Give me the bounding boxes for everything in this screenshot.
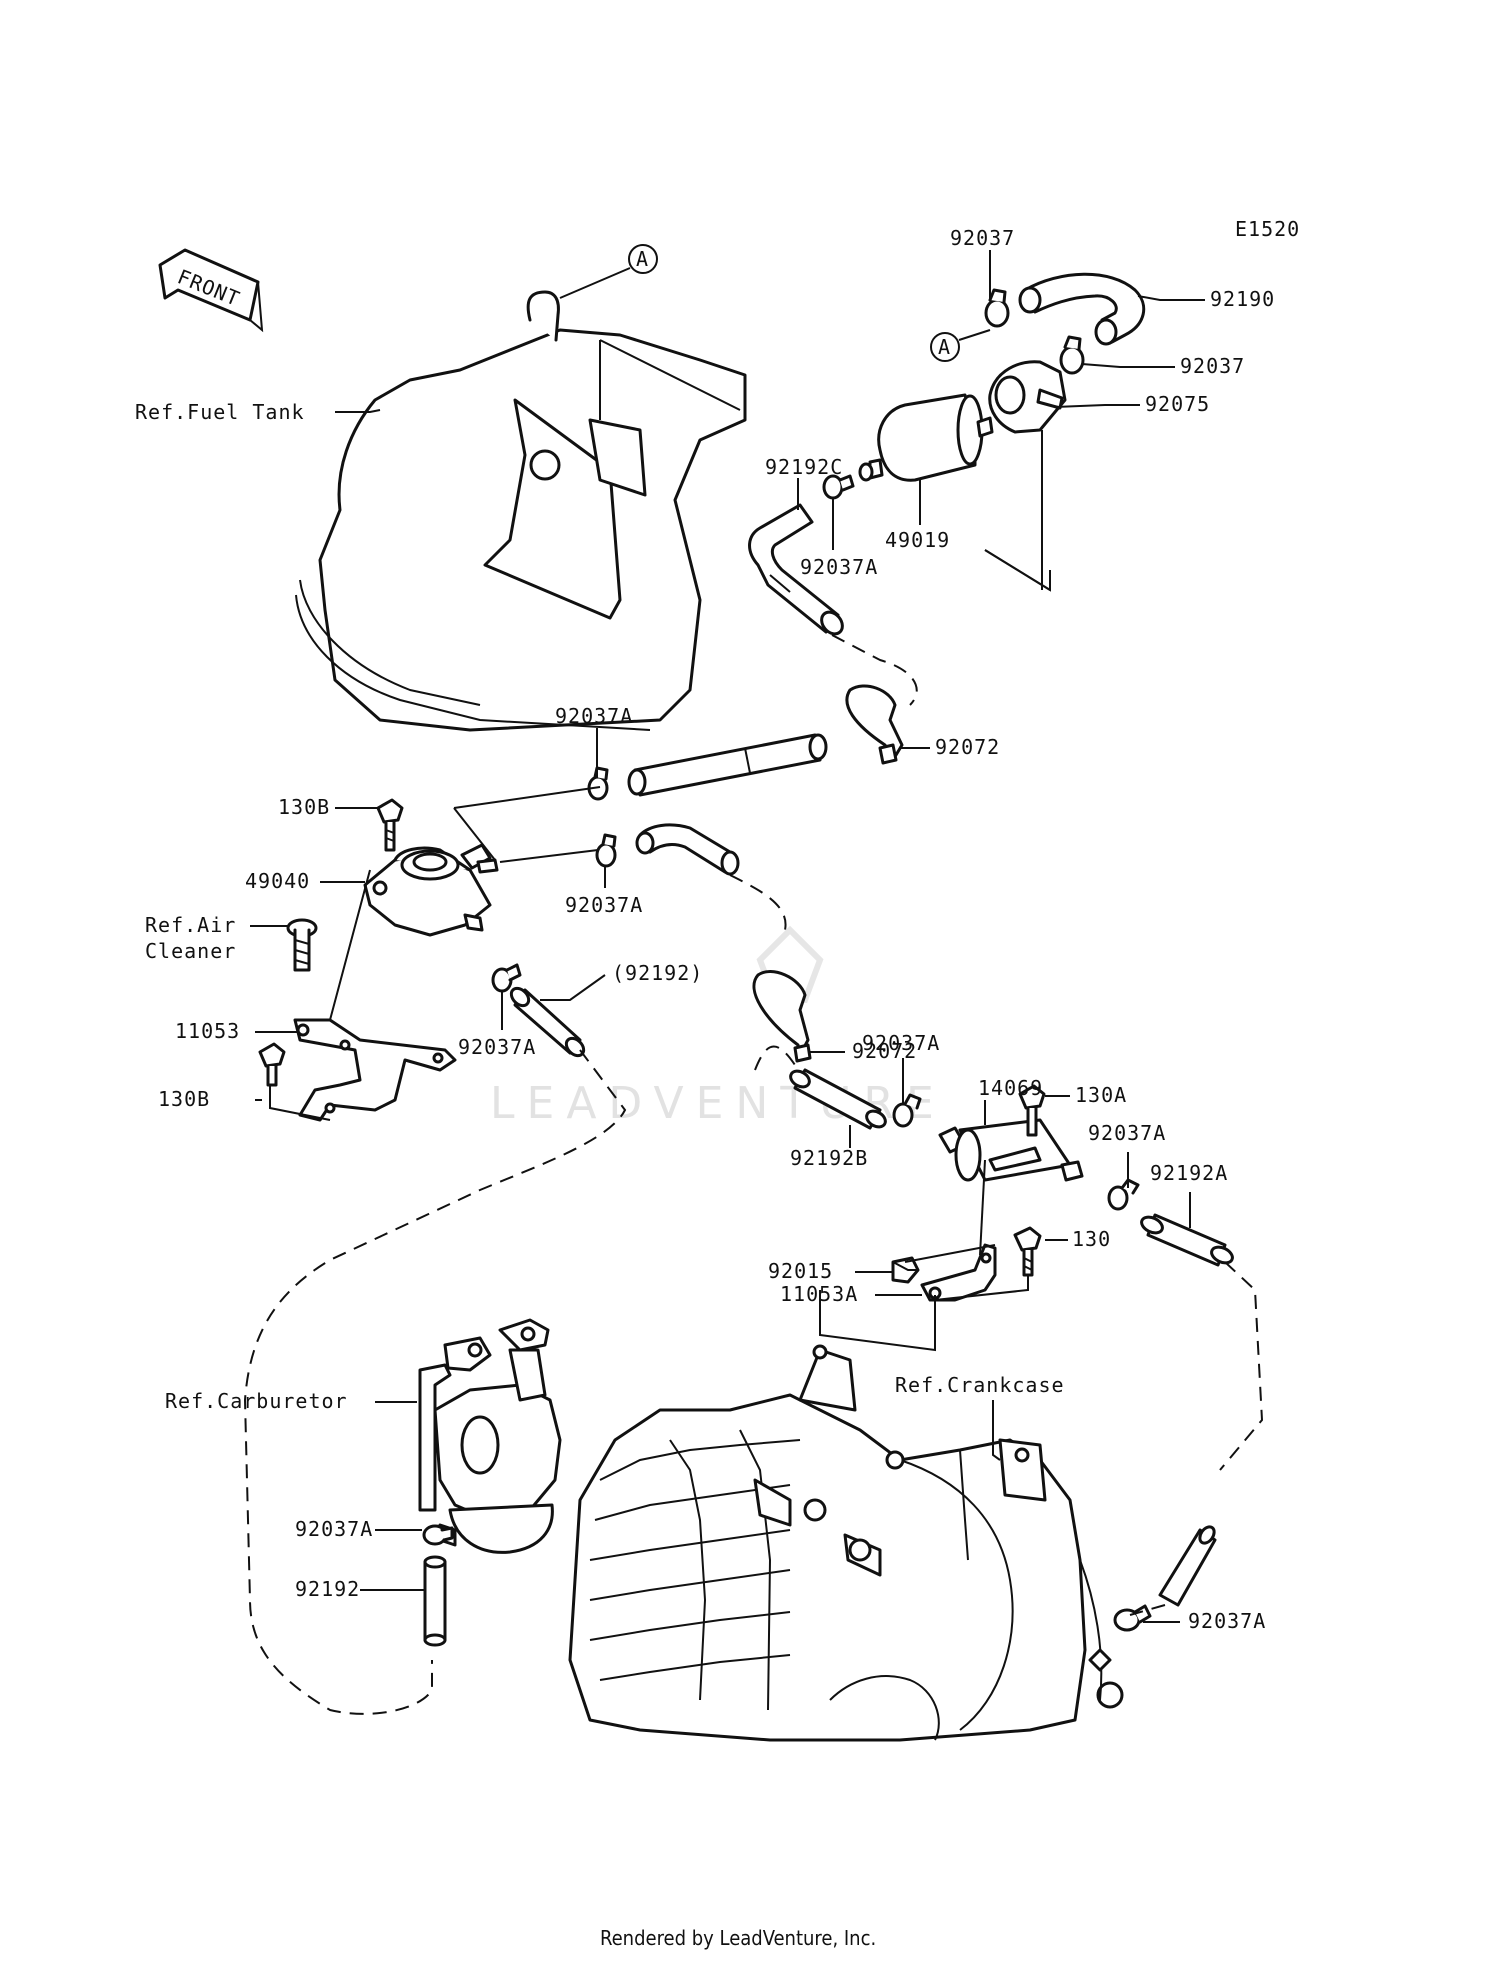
bolt-air-cleaner (286, 918, 318, 972)
clamp-92072-top (845, 684, 904, 765)
callout-130A: 130A (1075, 1083, 1127, 1107)
clamp-92037A-carb (422, 1524, 454, 1546)
callout-92072-mid: 92072 (852, 1039, 917, 1063)
fuel-filter-49019 (858, 393, 994, 482)
callout-92072-top: 92072 (935, 735, 1000, 759)
clamp-92072-mid (752, 970, 812, 1063)
inline-filter-14069 (938, 1118, 1084, 1182)
footer-credit: Rendered by LeadVenture, Inc. (600, 1926, 876, 1950)
label-ref-carburetor: Ref.Carburetor (165, 1389, 348, 1413)
bolt-130 (934, 1226, 1042, 1301)
callout-92037A-pump: 92037A (565, 893, 643, 917)
clamp-92037-right (1059, 335, 1085, 375)
callout-92192B: 92192B (790, 1146, 868, 1170)
callout-92015: 92015 (768, 1259, 833, 1283)
crankcase-engine (568, 1344, 1124, 1742)
hose-upper-straight (627, 733, 828, 797)
ref-marker-a-top: A (559, 244, 658, 299)
callout-92192-paren: (92192) (612, 961, 703, 985)
callout-92037A-right: 92037A (1088, 1121, 1166, 1145)
leader-lines (250, 250, 1205, 1623)
callout-92037A-crank: 92037A (1188, 1609, 1266, 1633)
clamp-92037A-right (1107, 1178, 1140, 1211)
callout-130: 130 (1072, 1227, 1111, 1251)
callout-92037A-hose: 92037A (555, 704, 633, 728)
clamp-92037A-filter (822, 474, 855, 500)
hose-crankcase-side (1158, 1525, 1217, 1607)
hose-92192C (748, 503, 918, 706)
svg-text:A: A (938, 335, 951, 359)
callout-92037A-lower: 92037A (458, 1035, 536, 1059)
callout-92075: 92075 (1145, 392, 1210, 416)
bracket-11053 (293, 869, 457, 1122)
callout-49019: 49019 (885, 528, 950, 552)
nut-92015 (891, 1256, 920, 1284)
ref-marker-a-right: A (930, 329, 991, 362)
bolt-130B-bottom (258, 1042, 331, 1121)
label-ref-crankcase: Ref.Crankcase (895, 1373, 1065, 1397)
callout-92192C: 92192C (765, 455, 843, 479)
clamp-92037A-pump (595, 833, 617, 868)
hose-92190 (1018, 272, 1146, 346)
bracket-92075 (988, 360, 1067, 434)
hose-92192 (423, 1555, 447, 1647)
callout-92037A-filter: 92037A (800, 555, 878, 579)
label-cleaner: Cleaner (145, 939, 236, 963)
callout-130B-bottom: 130B (158, 1087, 210, 1111)
bracket-11053A (920, 1243, 997, 1302)
carburetor (418, 1318, 562, 1554)
hose-92192B (789, 1068, 887, 1130)
callout-11053A: 11053A (780, 1282, 858, 1306)
callout-92037-right: 92037 (1180, 354, 1245, 378)
callout-11053: 11053 (175, 1019, 240, 1043)
callout-130B-top: 130B (278, 795, 330, 819)
callout-92192A: 92192A (1150, 1161, 1228, 1185)
callout-92190: 92190 (1210, 287, 1275, 311)
callout-92037-top: 92037 (950, 226, 1015, 250)
hose-92192A (1140, 1213, 1234, 1267)
clamp-92037-top (984, 288, 1010, 328)
svg-text:A: A (636, 247, 649, 271)
callout-49040: 49040 (245, 869, 310, 893)
bolt-130B-top (376, 798, 404, 852)
callout-92192: 92192 (295, 1577, 360, 1601)
fuel-tank-outline (295, 290, 747, 732)
callout-labels: 92037 92190 92037 92075 Ref.Fuel Tank 92… (135, 226, 1275, 1633)
callout-14069: 14069 (978, 1076, 1043, 1100)
hose-92192-short (509, 986, 586, 1058)
label-ref-fuel-tank: Ref.Fuel Tank (135, 400, 305, 424)
fuel-pump-49040 (363, 843, 499, 937)
front-arrow-icon: FRONT (158, 248, 264, 333)
hose-elbow-middle (635, 823, 787, 931)
clamp-92037A-mid (892, 1093, 922, 1128)
bolt-130A (1018, 1084, 1046, 1137)
callout-92037A-carb: 92037A (295, 1517, 373, 1541)
diagram-code: E1520 (1235, 217, 1300, 241)
clamp-92037A-crank (1113, 1604, 1152, 1632)
label-ref-air: Ref.Air (145, 913, 236, 937)
